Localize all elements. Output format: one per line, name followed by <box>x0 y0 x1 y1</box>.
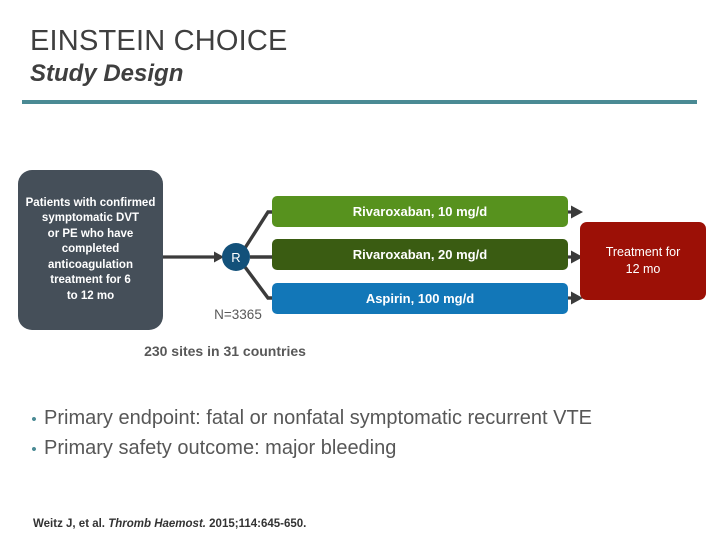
sites-countries-label: 230 sites in 31 countries <box>144 343 306 359</box>
citation-details: 2015;114:645-650. <box>205 518 307 530</box>
treatment-arm-label: Rivaroxaban, 20 mg/d <box>352 247 488 262</box>
title-divider <box>22 100 697 104</box>
treatment-duration-box: Treatment for 12 mo <box>580 222 706 300</box>
bullet-icon: • <box>31 411 37 428</box>
list-item-label: Primary safety outcome: major bleeding <box>44 437 397 459</box>
endpoints-list: • Primary endpoint: fatal or nonfatal sy… <box>24 404 694 464</box>
page-subtitle: Study Design <box>30 60 184 87</box>
treatment-arm-label: Rivaroxaban, 10 mg/d <box>352 204 488 219</box>
citation-journal: Thromb Haemost. <box>108 518 206 530</box>
treatment-arm-bar: Rivaroxaban, 10 mg/d <box>272 196 568 227</box>
treatment-arm-bar: Aspirin, 100 mg/d <box>272 283 568 314</box>
patient-population-box: Patients with confirmed symptomatic DVT … <box>18 170 163 330</box>
study-design-diagram: Patients with confirmed symptomatic DVT … <box>0 150 720 380</box>
patient-population-text: Patients with confirmed symptomatic DVT … <box>25 196 156 302</box>
sample-size-label: N=3365 <box>214 307 262 322</box>
randomization-label: R <box>231 249 241 265</box>
list-item: • Primary endpoint: fatal or nonfatal sy… <box>24 404 694 434</box>
citation: Weitz J, et al. Thromb Haemost. 2015;114… <box>33 518 306 530</box>
list-item: • Primary safety outcome: major bleeding <box>24 434 694 464</box>
list-item-label: Primary endpoint: fatal or nonfatal symp… <box>44 407 593 429</box>
bullet-icon: • <box>31 441 37 458</box>
treatment-duration-text: Treatment for 12 mo <box>605 245 681 276</box>
randomization-node: R <box>222 243 250 271</box>
connector-lines <box>163 205 583 305</box>
page-title: EINSTEIN CHOICE <box>30 25 288 57</box>
treatment-arm-bar: Rivaroxaban, 20 mg/d <box>272 239 568 270</box>
treatment-arm-label: Aspirin, 100 mg/d <box>365 291 475 306</box>
citation-authors: Weitz J, et al. <box>33 518 109 530</box>
